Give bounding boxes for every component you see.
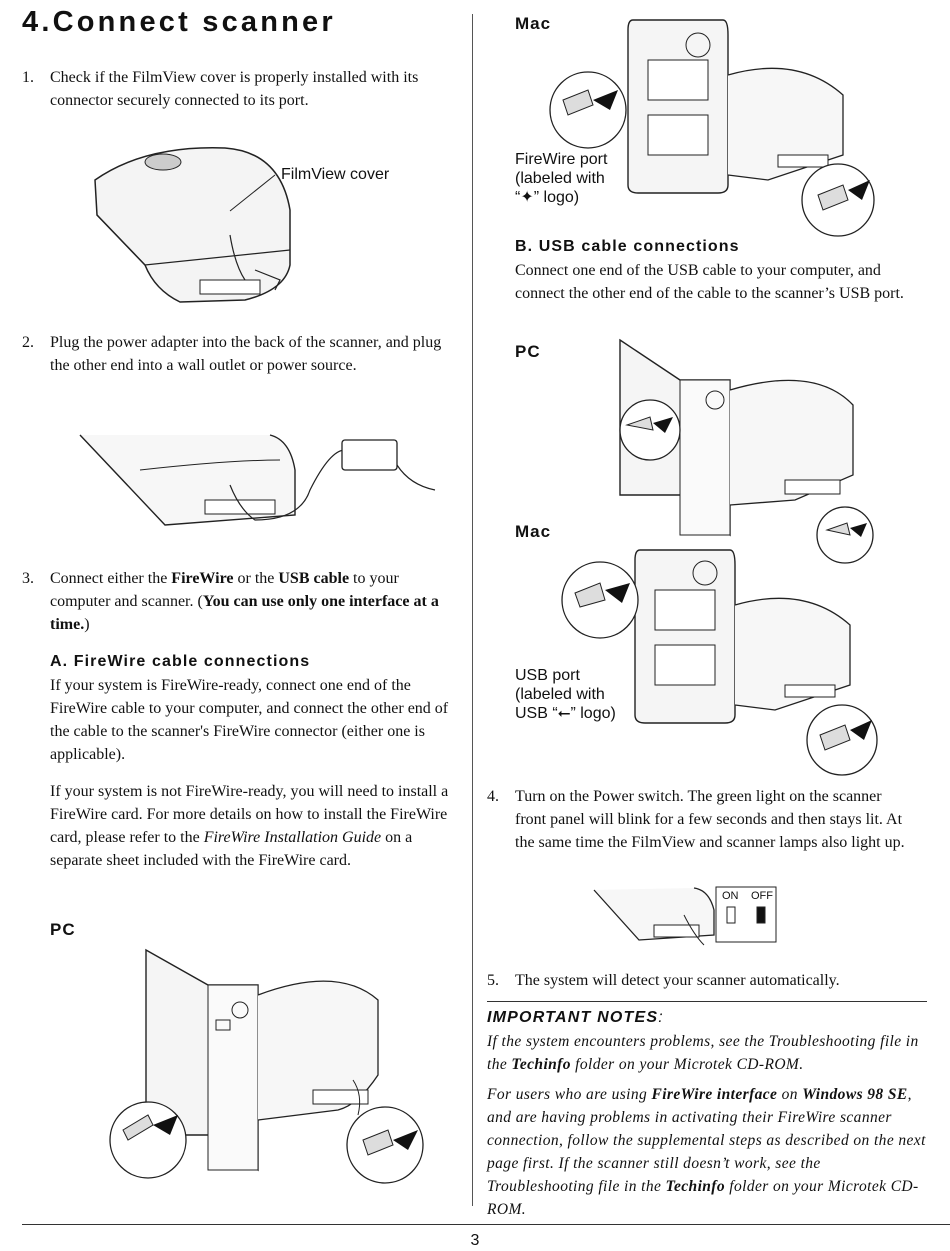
step-5: 5. The system will detect your scanner a… <box>487 969 927 994</box>
step-2-text: Plug the power adapter into the back of … <box>50 334 442 374</box>
filmview-pointer-line <box>225 173 285 213</box>
step-1-number: 1. <box>22 69 34 86</box>
footer-rule <box>22 1224 950 1225</box>
note-2: For users who are using FireWire interfa… <box>487 1086 926 1218</box>
notes-divider <box>487 1001 927 1002</box>
step-4-text: Turn on the Power switch. The green ligh… <box>515 788 905 851</box>
section-a-heading: A. FireWire cable connections <box>50 653 311 670</box>
power-adapter-illustration <box>80 430 440 530</box>
column-divider <box>472 14 473 1206</box>
power-switch-illustration <box>594 885 779 960</box>
firewire-guide-title: FireWire Installation Guide <box>203 829 382 846</box>
section-a-paragraph-2: If your system is not FireWire-ready, yo… <box>50 783 449 869</box>
left-pc-label: PC <box>50 920 76 939</box>
page-title: 4.Connect scanner <box>22 6 336 38</box>
pc-usb-illustration <box>615 335 885 550</box>
step-4-number: 4. <box>487 788 499 805</box>
step-4: 4. Turn on the Power switch. The green l… <box>487 785 927 880</box>
mac-firewire-illustration <box>548 15 878 235</box>
pc-firewire-illustration <box>108 945 428 1195</box>
firewire-port-label: FireWire port (labeled with “✦” logo) <box>515 151 608 206</box>
step-1: 1. Check if the FilmView cover is proper… <box>22 66 462 116</box>
mac-usb-illustration <box>560 545 880 775</box>
firewire-emphasis: FireWire <box>171 570 234 587</box>
important-notes-title: IMPORTANT NOTES: <box>487 1009 663 1026</box>
filmview-scanner-illustration <box>85 140 315 305</box>
switch-on-label: ON <box>722 890 739 902</box>
section-a-paragraph-1: If your system is FireWire-ready, connec… <box>50 677 449 763</box>
note-1: If the system encounters problems, see t… <box>487 1033 919 1073</box>
step-5-text: The system will detect your scanner auto… <box>515 972 840 989</box>
step-2-number: 2. <box>22 334 34 351</box>
step-2: 2. Plug the power adapter into the back … <box>22 331 462 401</box>
page-number: 3 <box>470 1232 480 1249</box>
usb-port-label: USB port (labeled with USB “⭠” logo) <box>515 667 616 722</box>
step-3-text: Connect either the FireWire or the USB c… <box>50 570 439 633</box>
switch-off-label: OFF <box>751 890 773 902</box>
usb-cable-emphasis: USB cable <box>278 570 350 587</box>
right-mac-label-1: Mac <box>515 14 552 33</box>
section-b-heading: B. USB cable connections <box>515 238 740 255</box>
step-3: 3. Connect either the FireWire or the US… <box>22 567 462 637</box>
right-mac-label-2: Mac <box>515 522 552 541</box>
step-5-number: 5. <box>487 972 499 989</box>
right-pc-label: PC <box>515 342 541 361</box>
step-3-number: 3. <box>22 570 34 587</box>
step-1-text: Check if the FilmView cover is properly … <box>50 69 419 109</box>
filmview-cover-label: FilmView cover <box>281 166 390 183</box>
section-b-text: Connect one end of the USB cable to your… <box>515 262 904 302</box>
one-interface-emphasis: You can use only one interface at a time… <box>50 593 439 633</box>
